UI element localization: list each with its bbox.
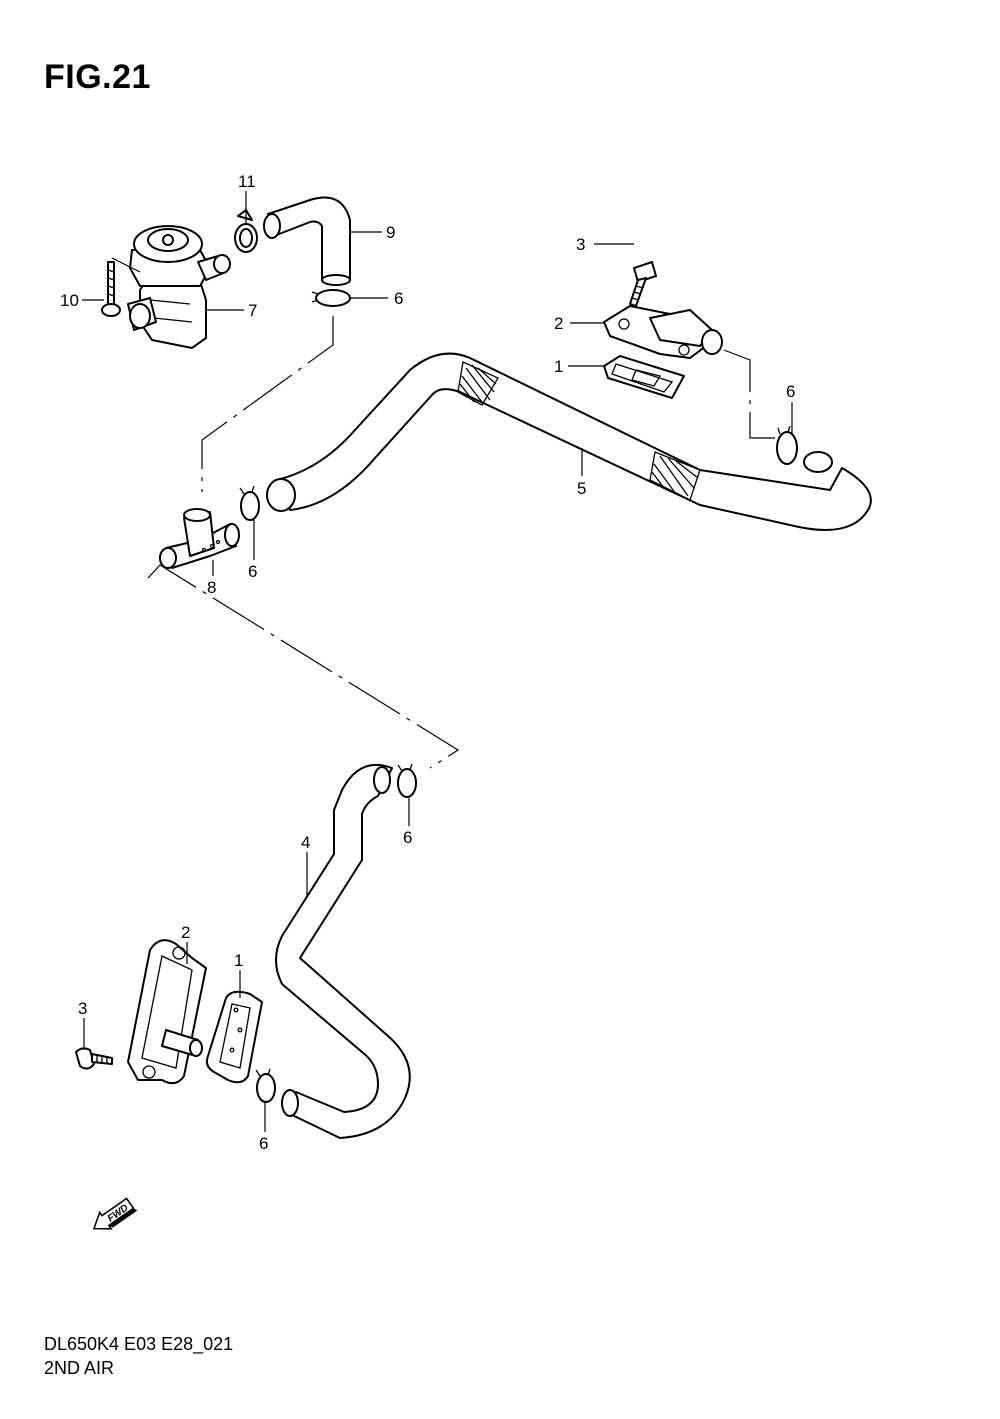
diagram-code: DL650K4 E03 E28_021 (44, 1334, 234, 1354)
callout-1: 1 (554, 357, 563, 376)
bent-hose-part (263, 196, 351, 286)
figure-title: FIG.21 (44, 58, 151, 96)
hose-clip-part (776, 425, 798, 465)
callout-1: 1 (234, 951, 243, 970)
fwd-arrow-icon: FWD (92, 1197, 138, 1230)
bolt-part (75, 1047, 113, 1070)
bolt-part (629, 261, 657, 307)
callout-6: 6 (786, 382, 795, 401)
hose-clip-part (239, 485, 260, 521)
callout-3: 3 (576, 235, 585, 254)
callout-5: 5 (577, 479, 586, 498)
long-hose-part (266, 352, 872, 531)
hose-clip-part (397, 763, 417, 798)
routing-lines (147, 316, 775, 769)
callout-6: 6 (248, 562, 257, 581)
callout-6: 6 (403, 828, 412, 847)
air-valve-part (127, 225, 231, 349)
screw-part (101, 261, 121, 317)
reed-valve-cover-part (603, 305, 723, 359)
callout-8: 8 (207, 578, 216, 597)
hose-clip-part (311, 289, 351, 307)
leader-lines (82, 191, 793, 1132)
callout-6: 6 (394, 289, 403, 308)
callout-9: 9 (386, 223, 395, 242)
lower-hose-part (275, 763, 411, 1139)
reed-valve-cover-part (127, 939, 207, 1085)
diagram-name: 2ND AIR (44, 1358, 115, 1378)
callout-10: 10 (60, 291, 79, 310)
callout-11: 11 (238, 172, 256, 191)
callout-4: 4 (301, 833, 310, 852)
reed-valve-part (603, 355, 685, 399)
callout-labels: 11 9 10 7 6 3 2 1 6 5 8 6 6 4 2 1 3 6 (60, 172, 795, 1153)
reed-valve-part (205, 990, 263, 1084)
callout-7: 7 (248, 301, 257, 320)
callout-3: 3 (78, 999, 87, 1018)
callout-6: 6 (259, 1134, 268, 1153)
t-joint-part (159, 508, 240, 569)
callout-2: 2 (181, 923, 190, 942)
hose-clip-part (255, 1068, 276, 1103)
callout-2: 2 (554, 314, 563, 333)
